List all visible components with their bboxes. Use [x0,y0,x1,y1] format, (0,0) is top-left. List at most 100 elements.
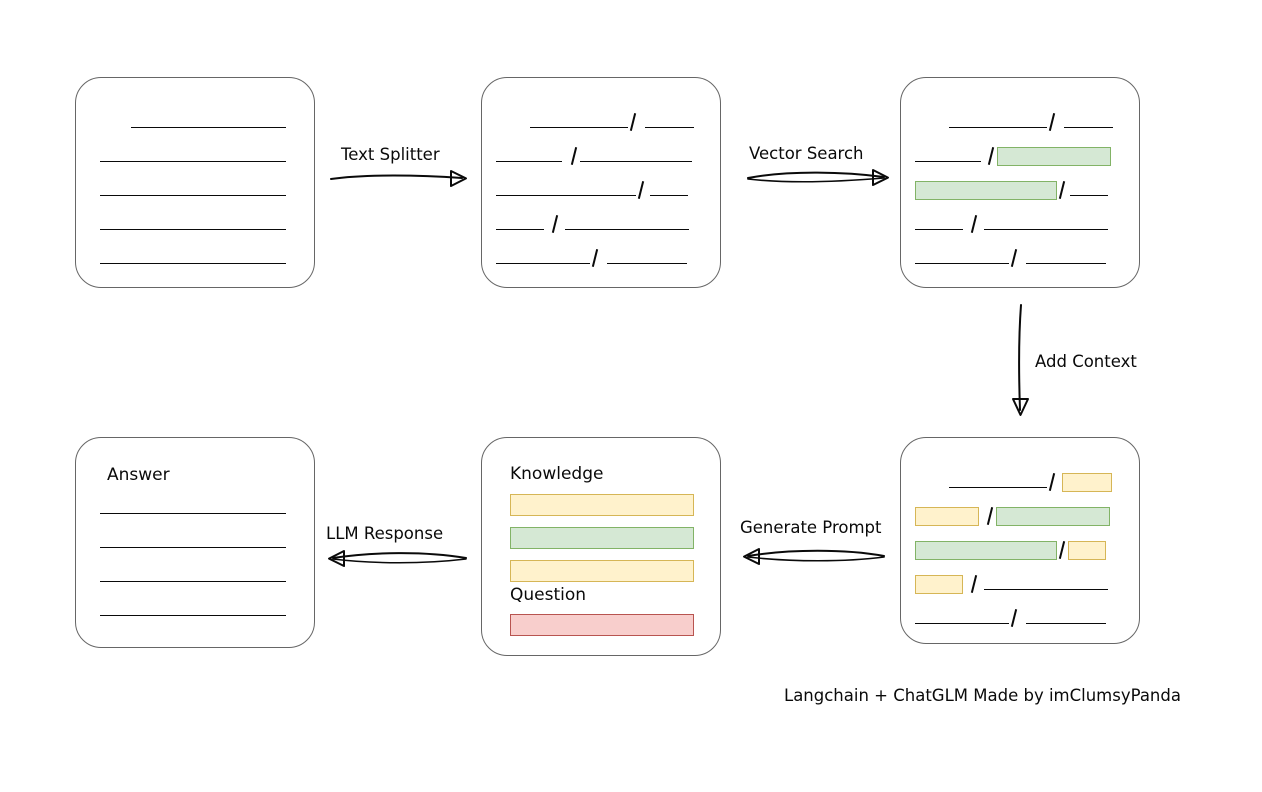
spacer [980,224,984,225]
spacer [901,224,915,225]
text-rule [100,581,286,582]
text-row [482,250,687,266]
text-row [76,602,286,618]
text-row [901,146,1111,166]
edge-label-llm-response: LLM Response [326,524,444,543]
edge-label-vector-search: Vector Search [749,144,864,163]
spacer [562,156,569,157]
text-row [901,574,1108,594]
spacer [76,122,131,123]
spacer [901,258,915,259]
chunk-pill-yellow [1062,472,1112,492]
text-row [482,114,694,130]
spacer [901,190,915,191]
text-rule [100,263,286,264]
text-rule [1026,623,1106,624]
text-rule [915,229,963,230]
slash-separator [590,249,601,267]
chunk-pill-yellow [915,574,963,594]
spacer [482,190,496,191]
spacer [482,156,496,157]
text-row [76,250,286,266]
spacer [601,258,607,259]
footer-caption: Langchain + ChatGLM Made by imClumsyPand… [784,686,1181,705]
spacer [901,482,949,483]
card-split-chunks[interactable] [481,77,721,288]
text-rule [1026,263,1106,264]
text-rule [915,161,981,162]
text-rule [949,487,1047,488]
text-rule [100,513,286,514]
card-answer[interactable]: Answer [75,437,315,648]
arrow-llm-response [328,550,467,567]
text-rule [580,161,692,162]
card-prompt[interactable]: Knowledge Question [481,437,721,656]
slash-separator [986,147,997,165]
knowledge-bar-2 [510,527,694,549]
slash-separator [969,215,980,233]
text-rule [949,127,1047,128]
slash-separator [1057,541,1068,559]
card-retrieved-chunks[interactable] [900,77,1140,288]
text-rule [607,263,687,264]
retrieved-chunks-rows [901,78,1139,287]
question-heading: Question [510,585,587,605]
arrow-text-splitter [330,170,467,187]
text-rule [650,195,688,196]
chunk-pill-green [915,540,1057,560]
text-rule [984,229,1108,230]
answer-rows [76,438,314,647]
spacer [980,584,984,585]
text-row [901,506,1110,526]
text-row [901,250,1106,266]
text-rule [496,195,636,196]
card-source-document[interactable] [75,77,315,288]
chunk-pill-green [997,146,1111,166]
spacer [76,224,100,225]
spacer [76,190,100,191]
slash-separator [969,575,980,593]
slash-separator [636,181,647,199]
chunk-pill-green [915,180,1057,200]
spacer [901,156,915,157]
knowledge-bar-1 [510,494,694,516]
spacer [76,258,100,259]
edge-label-generate-prompt: Generate Prompt [740,518,882,537]
card-context-chunks[interactable] [900,437,1140,644]
slash-separator [628,113,639,131]
spacer [76,508,100,509]
slash-separator [1009,609,1020,627]
context-chunks-rows [901,438,1139,643]
text-row [76,216,286,232]
text-rule [530,127,628,128]
text-rule [1070,195,1108,196]
spacer [482,258,496,259]
text-row [482,216,689,232]
text-rule [915,263,1009,264]
spacer [1020,258,1026,259]
arrow-add-context [1012,304,1029,416]
text-row [901,610,1106,626]
text-rule [131,127,286,128]
slash-separator [550,215,561,233]
spacer [482,224,496,225]
arrow-generate-prompt [743,548,885,565]
spacer [639,122,645,123]
text-rule [100,615,286,616]
spacer [482,122,530,123]
spacer [901,550,915,551]
slash-separator [1009,249,1020,267]
spacer [1020,618,1026,619]
spacer [561,224,565,225]
spacer [901,618,915,619]
spacer [76,542,100,543]
text-rule [645,127,694,128]
text-row [482,148,692,164]
text-row [901,216,1108,232]
text-row [76,534,286,550]
slash-separator [985,507,996,525]
text-row [901,472,1112,492]
text-row [76,500,286,516]
spacer [76,156,100,157]
